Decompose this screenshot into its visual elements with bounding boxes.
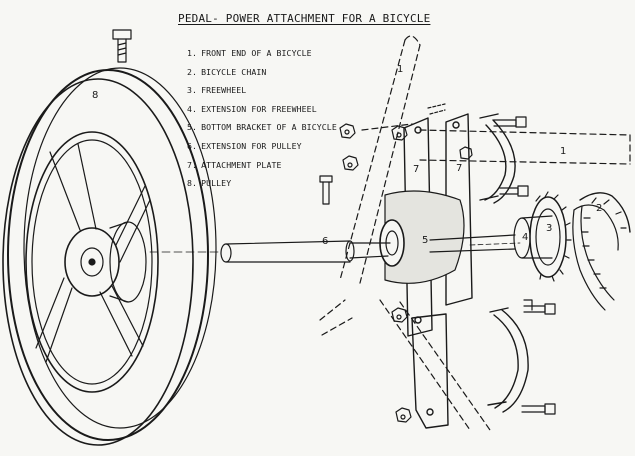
diagram-title: PEDAL- POWER ATTACHMENT FOR A BICYCLE: [178, 12, 431, 25]
callout-bottom-bracket: 5: [422, 235, 429, 246]
u-clamp-upper: [479, 113, 516, 204]
callout-frame-right: 1: [560, 146, 567, 157]
bicycle-frame: [319, 35, 631, 431]
center-line: [469, 242, 521, 246]
pulley: [2, 67, 217, 446]
callout-chain: 2: [596, 203, 603, 214]
legend-item: 8.PULLEY: [187, 178, 232, 189]
bottom-bracket: [349, 190, 516, 284]
legend-item: 2.BICYCLE CHAIN: [187, 66, 267, 77]
freewheel-sprocket: [529, 191, 572, 282]
callout-pulley: 8: [92, 90, 99, 101]
callout-frame-upper: 1: [397, 64, 404, 75]
parts-legend: 1.FRONT END OF A BICYCLE 2.BICYCLE CHAIN…: [187, 44, 337, 193]
legend-item: 6.EXTENSION FOR PULLEY: [187, 140, 302, 151]
legend-item: 5.BOTTOM BRACKET OF A BICYCLE: [187, 122, 337, 133]
callout-freewheel-extension: 4: [522, 232, 529, 243]
legend-item: 1.FRONT END OF A BICYCLE: [187, 48, 312, 58]
callout-plate-right: 7: [456, 163, 463, 174]
legend-item: 7.ATTACHMENT PLATE: [187, 159, 282, 170]
legend-item: 3.FREEWHEEL: [187, 85, 247, 96]
callout-pulley-extension: 6: [322, 236, 329, 247]
callout-plate-left: 7: [413, 164, 420, 175]
pulley-bolt: [112, 29, 132, 63]
callout-freewheel: 3: [546, 223, 553, 234]
bicycle-chain: [572, 192, 631, 311]
fasteners: [319, 103, 556, 423]
u-clamp-lower: [487, 307, 529, 413]
pulley-extension-shaft: [149, 240, 355, 263]
legend-item: 4.EXTENSION FOR FREEWHEEL: [187, 103, 317, 114]
